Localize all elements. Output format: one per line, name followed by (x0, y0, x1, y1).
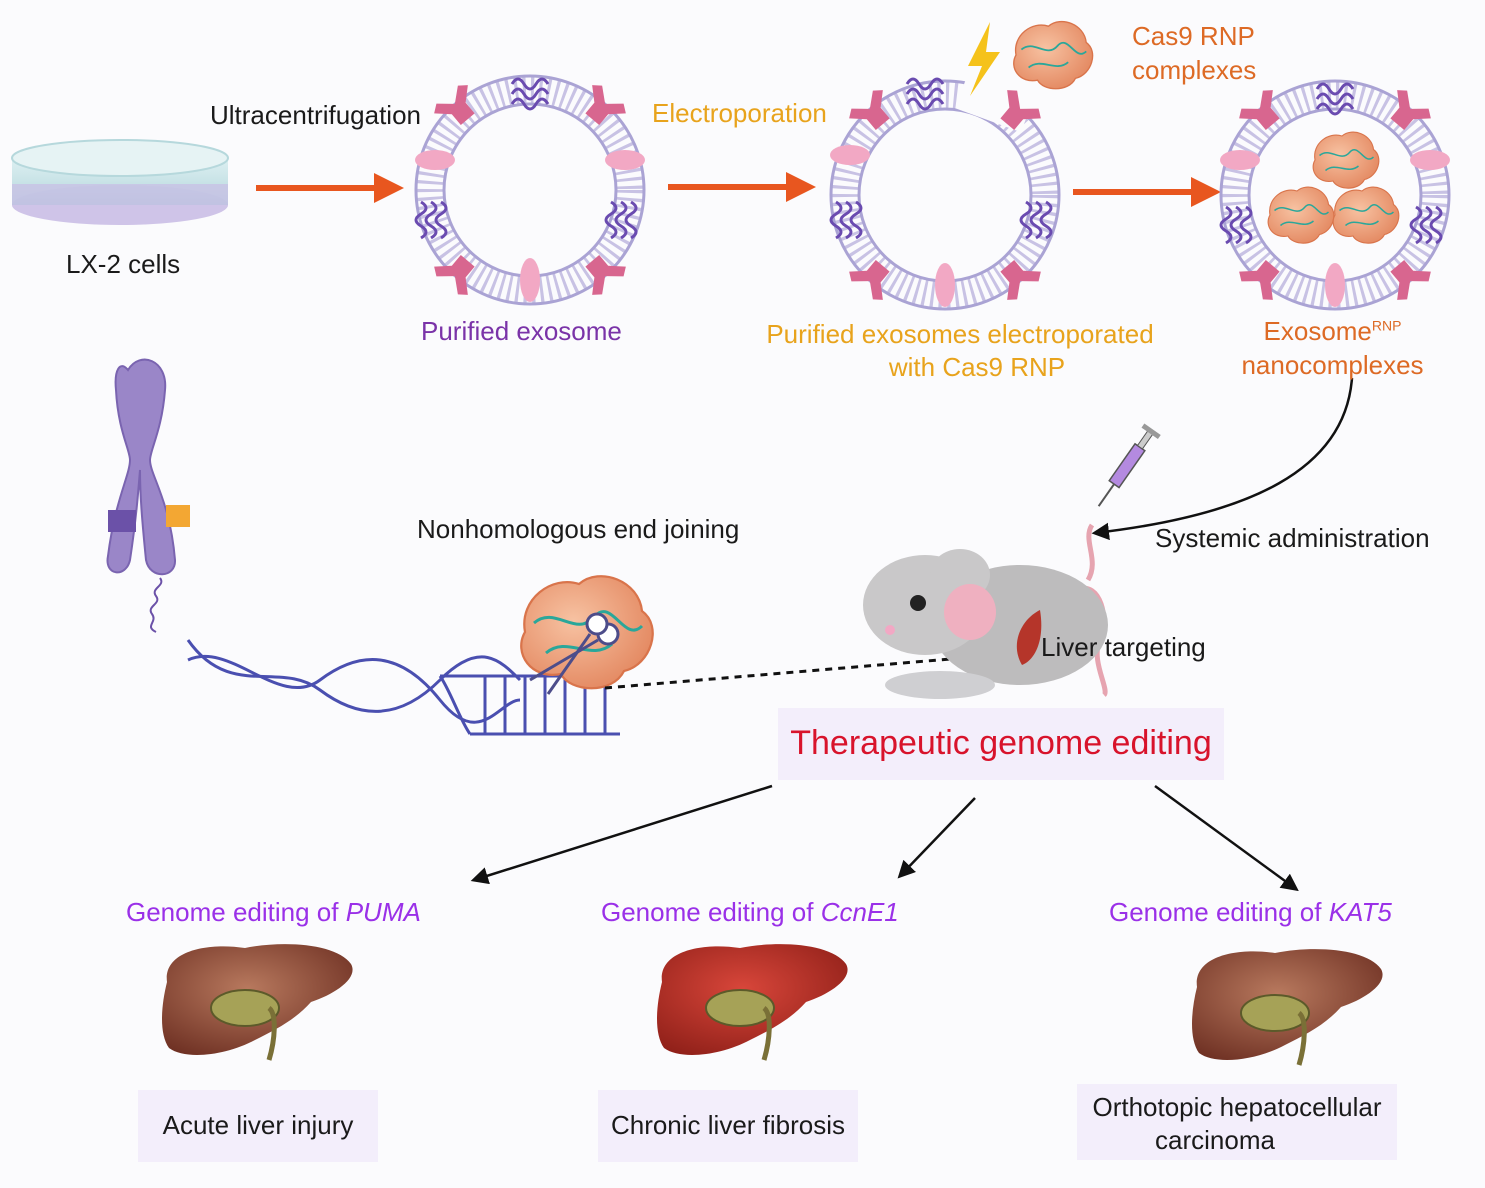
rnp-superscript: RNP (1371, 317, 1402, 334)
cas9-rnp-label-line1: Cas9 RNP (1132, 21, 1255, 51)
target-prefix: Genome editing of (126, 897, 346, 927)
dna-helix-icon (186, 639, 620, 736)
outcome-acute-liver-injury: Acute liver injury (162, 1110, 354, 1140)
systemic-administration-label: Systemic administration (1155, 523, 1430, 553)
gene-name: PUMA (345, 897, 421, 927)
therapeutic-label: Therapeutic genome editing (790, 724, 1212, 762)
scissors-icon (529, 612, 620, 695)
outcome-carcinoma-line1: Orthotopic hepatocellular (1092, 1092, 1382, 1122)
outcome-box-carcinoma (1077, 1084, 1397, 1160)
outcome-carcinoma-line2: carcinoma (1155, 1125, 1275, 1155)
liver-icon-acute-injury (162, 944, 353, 1060)
cas9-rnp-label-line2: complexes (1132, 55, 1257, 85)
therapeutic-box (778, 708, 1224, 780)
liver-targeting-label: Liver targeting (1041, 632, 1206, 662)
petri-dish-icon (11, 139, 229, 225)
purified-exosome-label: Purified exosome (421, 316, 622, 346)
outcome-box-acute (138, 1090, 378, 1162)
purified-exosome-icon (415, 76, 645, 304)
outcome-box-fibrosis (598, 1090, 858, 1162)
cas9-rnp-on-dna-icon (519, 574, 655, 690)
exosome-word: Exosome (1263, 316, 1372, 346)
target-prefix: Genome editing of (1109, 897, 1329, 927)
target-heading-ccne1: Genome editing of CcnE1 (601, 897, 899, 928)
gene-name: KAT5 (1328, 897, 1392, 927)
exosome-rnp-nanocomplex-icon (1220, 81, 1450, 309)
liver-icon-fibrosis (657, 944, 848, 1060)
lightning-bolt-icon (968, 22, 1000, 96)
outcome-chronic-liver-fibrosis: Chronic liver fibrosis (610, 1110, 846, 1140)
nhej-label: Nonhomologous end joining (417, 514, 740, 544)
nanocomplexes-label: nanocomplexes (1241, 350, 1424, 380)
syringe-icon (1097, 423, 1161, 507)
cas9-rnp-complex-icon (1012, 20, 1094, 90)
electroporated-label-line1: Purified exosomes electroporated (766, 319, 1154, 349)
liver-icon-carcinoma (1192, 949, 1383, 1065)
electroporation-label: Electroporation (652, 98, 827, 128)
gene-name: CcnE1 (820, 897, 899, 927)
target-heading-puma: Genome editing of PUMA (126, 897, 421, 928)
exosome-rnp-label: ExosomeRNP (1230, 316, 1435, 347)
chromosome-icon (106, 358, 190, 633)
ultracentrifugation-label: Ultracentrifugation (210, 100, 421, 130)
electroporated-exosome-icon (830, 71, 1059, 309)
mouse-icon (863, 523, 1108, 699)
electroporated-label-line2: with Cas9 RNP (888, 352, 1066, 382)
lx2-cells-label: LX-2 cells (66, 249, 181, 279)
target-prefix: Genome editing of (601, 897, 821, 927)
target-heading-kat5: Genome editing of KAT5 (1109, 897, 1392, 928)
